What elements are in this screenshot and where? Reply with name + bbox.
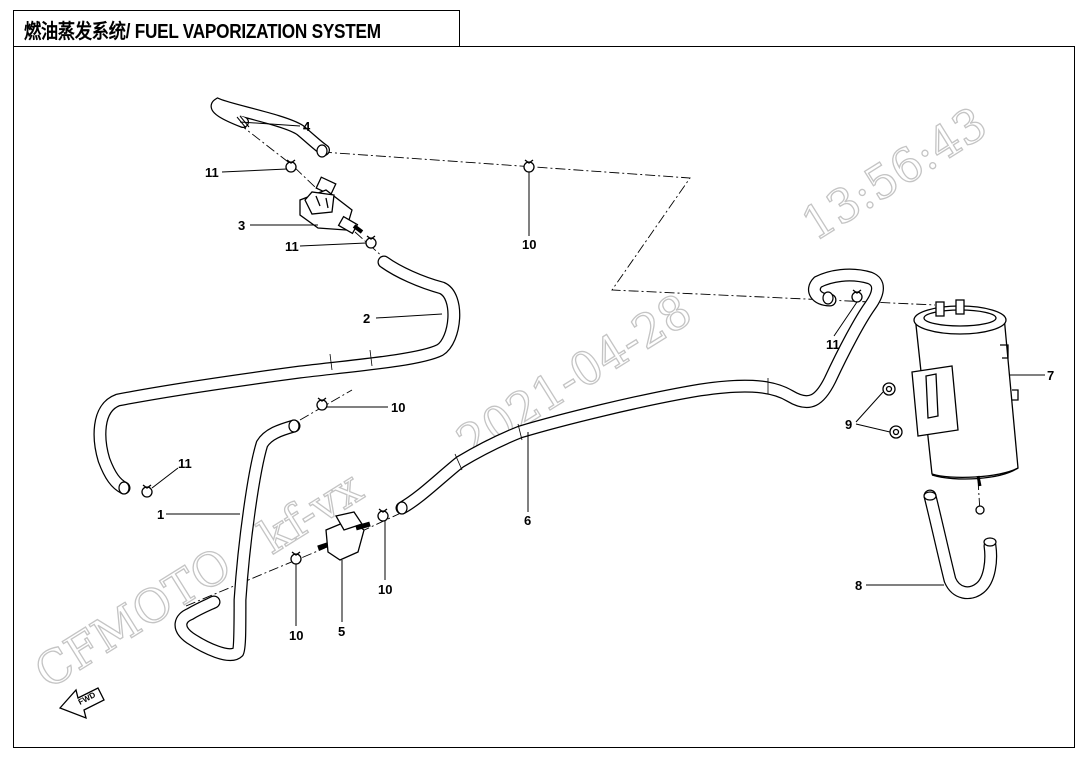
clamp-10-filter-left	[290, 551, 302, 565]
hose-8	[923, 492, 996, 593]
clamp-10-filter-right	[377, 508, 389, 522]
clamp-11-left	[141, 484, 153, 498]
leader-9b	[855, 423, 891, 433]
callout-9: 9	[845, 417, 852, 432]
callout-11-mid: 11	[285, 239, 299, 254]
clamp-canister-bottom	[975, 505, 985, 515]
leader-lines	[151, 121, 1045, 626]
callout-5: 5	[338, 624, 345, 639]
callout-7: 7	[1047, 368, 1054, 383]
watermark-brand: CFMOTO	[25, 537, 240, 700]
callout-10-top: 10	[522, 237, 536, 252]
center-line-valve-to-canister	[321, 151, 936, 306]
fwd-arrow: FWD	[58, 687, 105, 720]
center-line-filter-right	[359, 511, 404, 533]
drawing-frame	[13, 46, 1075, 748]
callout-2: 2	[363, 311, 370, 326]
hose-1	[181, 419, 299, 655]
callout-1: 1	[157, 507, 164, 522]
fuel-filter	[317, 511, 371, 561]
title-box: 燃油蒸发系统/ FUEL VAPORIZATION SYSTEM	[13, 10, 460, 47]
nut-9-lower	[889, 425, 903, 439]
charcoal-canister	[911, 299, 1019, 487]
callout-11-left: 11	[178, 456, 192, 471]
callout-11-top: 11	[205, 165, 219, 180]
leader-11c	[151, 467, 179, 489]
nut-9-upper	[882, 382, 896, 396]
clamp-11-mid	[365, 235, 377, 249]
clamp-11-top	[285, 159, 297, 173]
hose-6	[397, 275, 878, 515]
callout-3: 3	[238, 218, 245, 233]
clamp-10-top	[523, 159, 535, 173]
purge-valve	[299, 176, 364, 235]
leader-11b	[299, 242, 367, 247]
callout-11-right: 11	[826, 337, 840, 352]
leader-11a	[221, 168, 288, 173]
watermark-layer: CFMOTO kf-vx 2021-04-28 13:56:43	[25, 95, 997, 700]
leader-9a	[855, 391, 884, 423]
center-line-filter-left	[185, 547, 326, 607]
clamp-11-right	[851, 289, 863, 303]
callout-10-filter-left: 10	[289, 628, 303, 643]
callout-8: 8	[855, 578, 862, 593]
center-line-hose1-clamp	[299, 389, 353, 421]
leader-2	[375, 313, 443, 319]
callout-6: 6	[524, 513, 531, 528]
callout-10-hose1: 10	[391, 400, 405, 415]
callout-4: 4	[303, 119, 311, 134]
leader-4	[239, 121, 301, 127]
clamp-10-hose1	[316, 397, 328, 411]
callout-numbers: 4 11 3 11 10 2 10 11 1 6 10 5 10 11 7 9 …	[157, 119, 1054, 643]
callout-10-filter-right: 10	[378, 582, 392, 597]
leader-11d	[833, 301, 858, 337]
hose-2	[100, 262, 454, 495]
watermark-time: 13:56:43	[792, 96, 996, 251]
diagram-title: 燃油蒸发系统/ FUEL VAPORIZATION SYSTEM	[24, 21, 381, 43]
